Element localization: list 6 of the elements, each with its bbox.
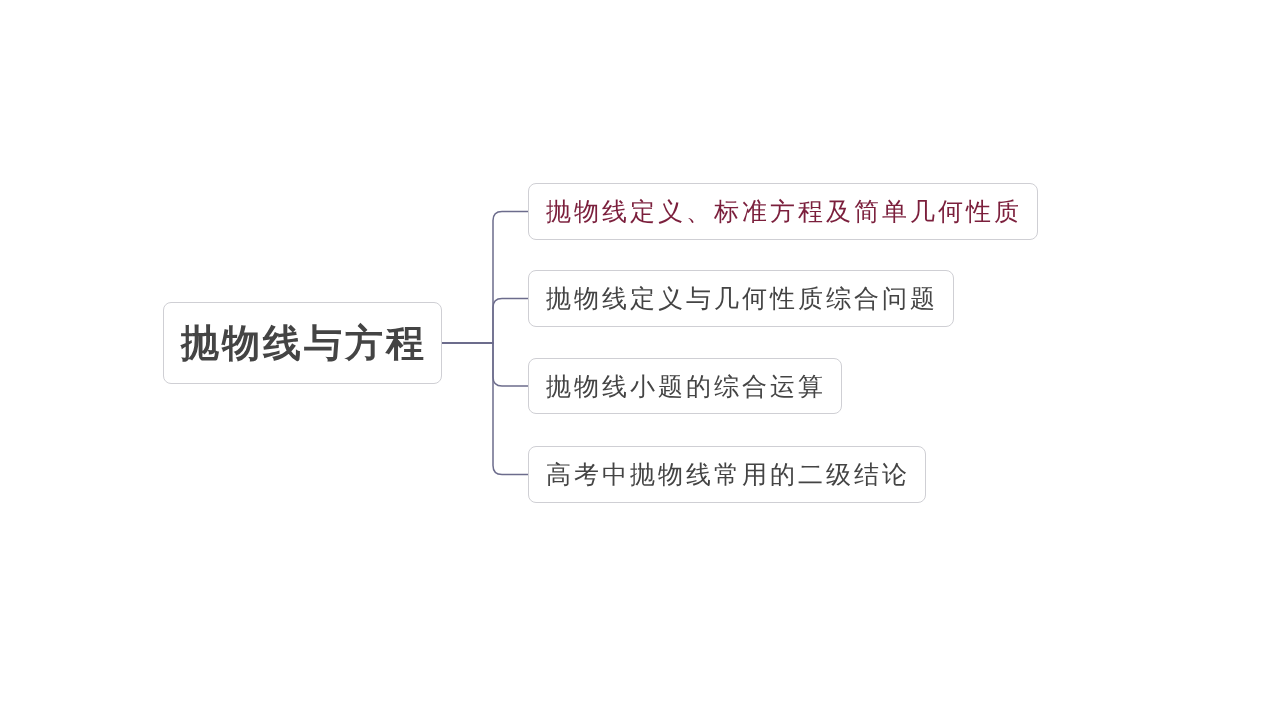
subtopic-box: 抛物线小题的综合运算 [528, 358, 842, 414]
subtopic-box: 高考中抛物线常用的二级结论 [528, 446, 926, 503]
subtopic-box: 抛物线定义、标准方程及简单几何性质 [528, 183, 1038, 240]
connector-line [441, 342, 529, 476]
subtopic-box: 抛物线定义与几何性质综合问题 [528, 270, 954, 327]
central-topic-box: 抛物线与方程 [163, 302, 442, 384]
